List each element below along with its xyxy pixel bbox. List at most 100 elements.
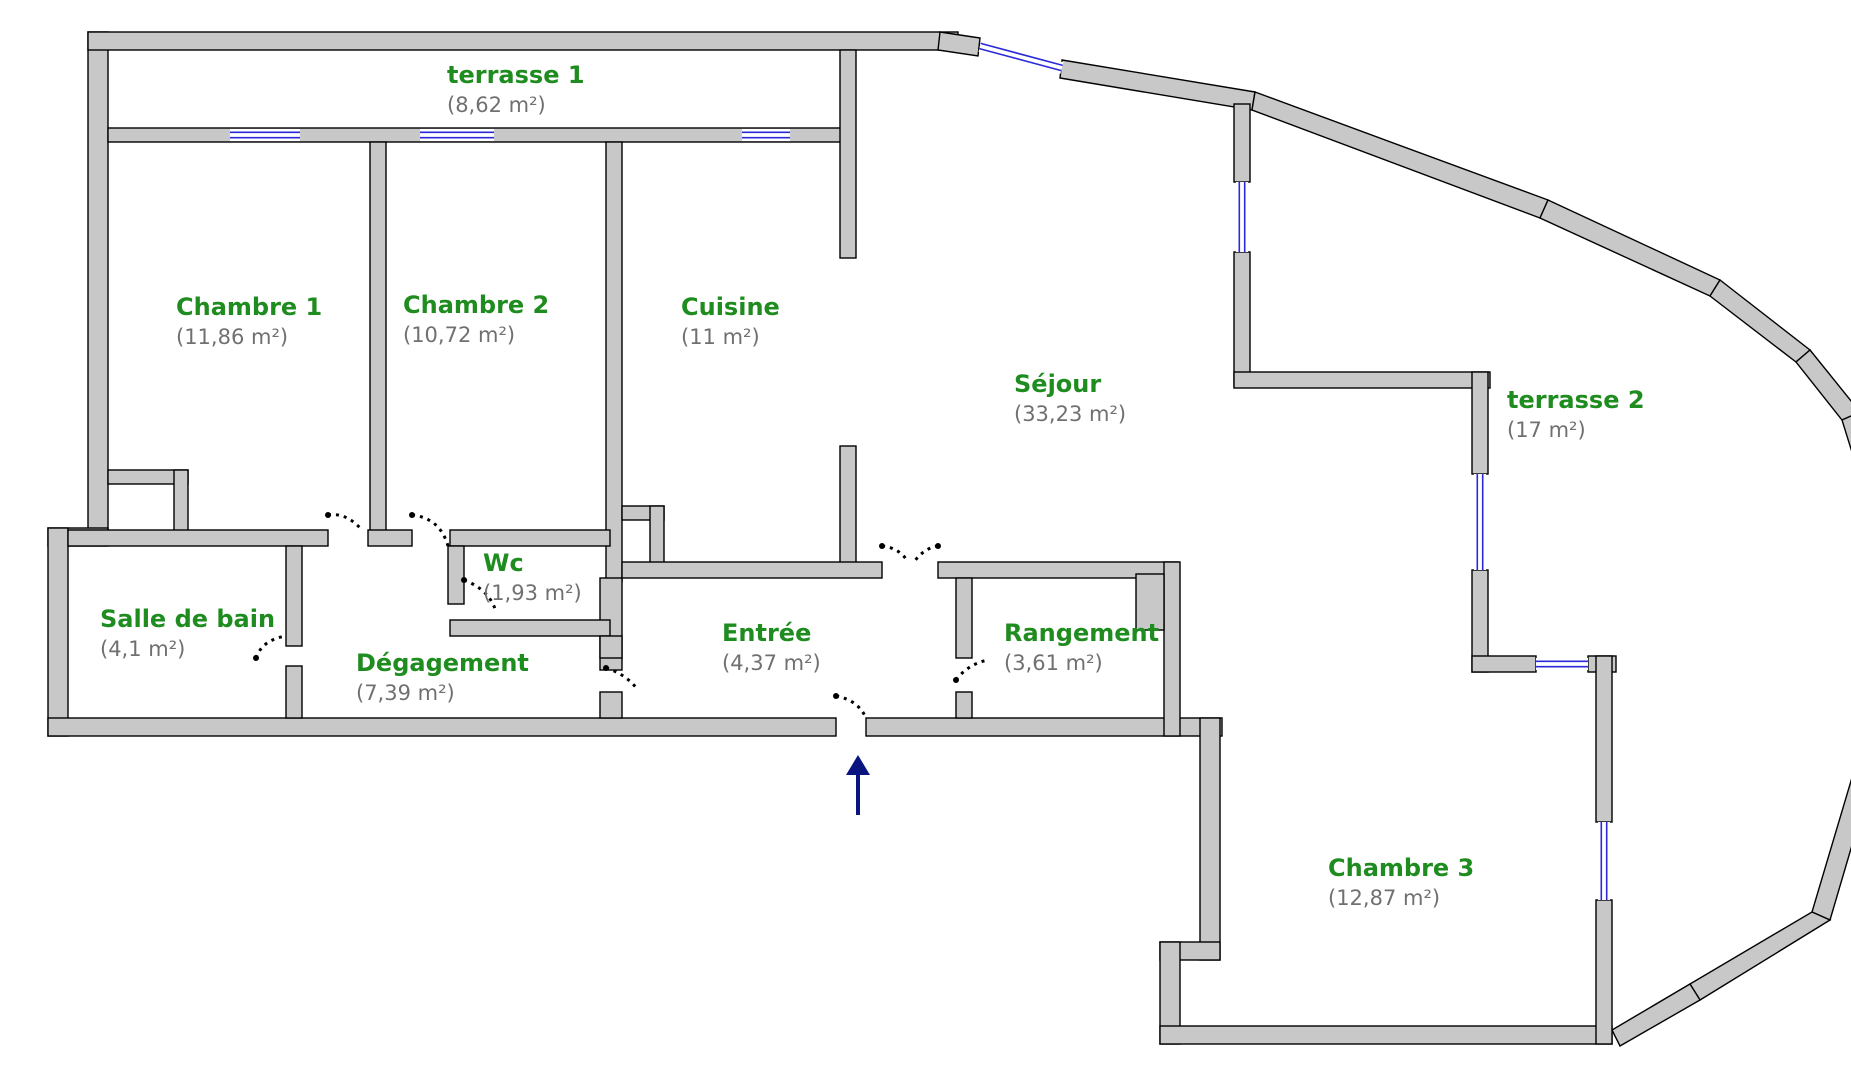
wall-segment: [865, 717, 1223, 737]
wall-segment: [1595, 655, 1613, 823]
windows: [230, 40, 1610, 900]
room-name: Cuisine: [681, 293, 780, 321]
window: [1236, 182, 1248, 252]
room-name: Rangement: [1004, 619, 1159, 647]
room-label-degagement: Dégagement (7,39 m²): [356, 649, 529, 705]
room-label-entree: Entrée (4,37 m²): [722, 619, 821, 675]
wall-segment: [1841, 415, 1851, 452]
wall-segment: [1811, 778, 1851, 921]
wall-segment: [369, 141, 387, 533]
room-area: (11,86 m²): [176, 325, 288, 349]
wall-segment: [1135, 573, 1165, 631]
wall-segment: [47, 717, 837, 737]
room-name: Chambre 3: [1328, 854, 1474, 882]
room-name: Wc: [483, 549, 524, 577]
window: [1598, 822, 1610, 900]
room-label-chambre-2: Chambre 2 (10,72 m²): [403, 291, 549, 347]
window: [230, 129, 300, 141]
wall-segment: [1233, 371, 1491, 389]
window: [978, 40, 1064, 74]
wall-segment: [87, 31, 959, 51]
wall-segment: [1611, 983, 1701, 1047]
room-name: Salle de bain: [100, 605, 275, 633]
wall-segment: [47, 527, 69, 737]
door: [409, 512, 450, 547]
doors: [253, 512, 989, 719]
room-area: (17 m²): [1507, 418, 1586, 442]
room-name: terrasse 2: [1507, 386, 1645, 414]
room-area: (12,87 m²): [1328, 886, 1440, 910]
wall-segment: [1471, 655, 1537, 673]
wall-segment: [173, 469, 189, 533]
wall-segment: [1251, 91, 1549, 219]
door: [253, 634, 287, 661]
wall-segment: [599, 635, 623, 659]
door: [953, 658, 989, 683]
wall-segment: [1689, 911, 1832, 1001]
door: [833, 693, 868, 719]
wall-segment: [955, 691, 973, 719]
door: [603, 665, 640, 691]
wall-segment: [1059, 59, 1256, 111]
wall-segment: [449, 619, 611, 637]
window: [1536, 658, 1588, 670]
room-name: Chambre 2: [403, 291, 549, 319]
room-label-salle-de-bain: Salle de bain (4,1 m²): [100, 605, 275, 661]
room-name: Entrée: [722, 619, 811, 647]
wall-segment: [955, 577, 973, 659]
room-area: (10,72 m²): [403, 323, 515, 347]
room-label-cuisine: Cuisine (11 m²): [681, 293, 780, 349]
door: [325, 512, 364, 532]
window: [1474, 474, 1486, 570]
wall-segment: [1539, 199, 1722, 297]
wall-segment: [1795, 348, 1851, 421]
wall-segment: [285, 545, 303, 647]
room-label-chambre-1: Chambre 1 (11,86 m²): [176, 293, 322, 349]
walls: [47, 31, 1851, 1047]
room-area: (8,62 m²): [447, 93, 546, 117]
wall-segment: [449, 529, 611, 547]
room-name: Séjour: [1014, 370, 1101, 398]
wall-segment: [285, 665, 303, 719]
wall-segment: [937, 31, 981, 57]
wall-segment: [87, 31, 109, 533]
room-area: (11 m²): [681, 325, 760, 349]
wall-segment: [1199, 717, 1221, 961]
room-name: Dégagement: [356, 649, 529, 677]
wall-segment: [1163, 561, 1181, 737]
wall-segment: [839, 445, 857, 567]
room-area: (3,61 m²): [1004, 651, 1103, 675]
window: [420, 129, 494, 141]
wall-segment: [649, 505, 665, 569]
wall-segment: [839, 49, 857, 259]
door: [461, 577, 498, 613]
room-label-terrasse-2: terrasse 2 (17 m²): [1507, 386, 1645, 442]
room-label-wc: Wc (1,93 m²): [483, 549, 582, 605]
room-name: terrasse 1: [447, 61, 585, 89]
room-area: (4,37 m²): [722, 651, 821, 675]
room-label-rangement: Rangement (3,61 m²): [1004, 619, 1159, 675]
wall-segment: [599, 691, 623, 719]
room-label-chambre-3: Chambre 3 (12,87 m²): [1328, 854, 1474, 910]
wall-segment: [621, 561, 883, 579]
wall-segment: [67, 529, 329, 547]
wall-segment: [1709, 278, 1812, 363]
wall-segment: [1233, 103, 1251, 183]
window: [742, 129, 790, 141]
room-label-terrasse-1: terrasse 1 (8,62 m²): [447, 61, 585, 117]
room-label-sejour: Séjour (33,23 m²): [1014, 370, 1126, 426]
room-area: (33,23 m²): [1014, 402, 1126, 426]
room-area: (4,1 m²): [100, 637, 185, 661]
wall-segment: [605, 141, 623, 583]
wall-segment: [1233, 251, 1251, 387]
entrance-arrow-icon: [846, 755, 870, 815]
wall-segment: [1595, 899, 1613, 1045]
wall-segment: [1159, 1025, 1613, 1045]
wall-segment: [447, 545, 465, 605]
wall-segment: [1471, 371, 1489, 475]
door: [879, 543, 910, 563]
wall-segment: [367, 529, 413, 547]
room-area: (7,39 m²): [356, 681, 455, 705]
room-name: Chambre 1: [176, 293, 322, 321]
